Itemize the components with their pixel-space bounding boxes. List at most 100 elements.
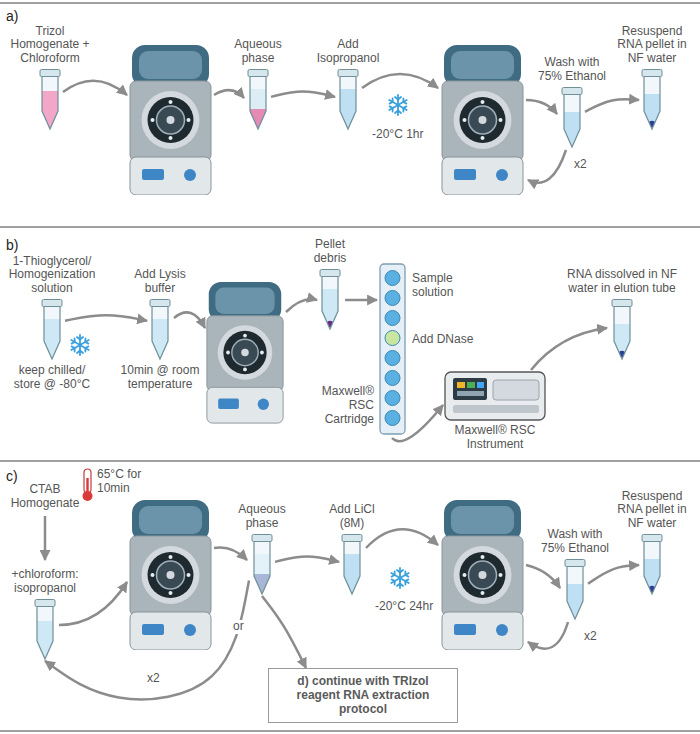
process-step: Wash with 75% Ethanol [536,56,608,152]
tube-cap [612,300,632,307]
tube-cap [320,270,340,277]
thermometer [83,469,93,501]
process-step: Wash with 75% Ethanol [539,528,611,624]
flow-arrow [366,529,438,548]
tube-cap [248,70,268,77]
process-arrows [59,74,607,649]
tube-liquid [609,324,635,361]
centrifuge [130,45,211,195]
step-caption: Wash with 75% Ethanol [539,528,611,556]
separator-line [0,730,700,732]
freezer-snowflake [389,95,406,115]
step-caption: +chloroform: isopropanol [5,568,85,596]
step-caption: Add LiCl (8M) [320,503,384,531]
step-caption: 1-Thioglycerol/ Homogenization solution [4,255,100,296]
step-caption: RNA dissolved in NF water in elution tub… [557,268,687,296]
step-caption: Resuspend RNA pellet in NF water [614,25,690,66]
centrifuge [207,282,283,423]
step-caption: Wash with 75% Ethanol [536,56,608,84]
part-label: Maxwell® RSC Cartridge [296,385,374,426]
process-step: Add Lysis buffer10min @ room temperature [120,268,200,391]
note-box: d) continue with TRIzol reagent RNA extr… [268,668,458,723]
tube-cap [35,600,55,607]
tube-cap [565,560,585,567]
flow-arrow [392,405,443,441]
flow-arrow [262,596,306,668]
tube-outline [614,306,630,359]
flow-arrow [174,312,205,328]
loop-count: x2 [584,630,608,644]
flow-arrow [526,100,557,114]
tube-icon [335,69,361,131]
flow-arrow [214,548,247,561]
tube-icon [559,87,585,149]
tube-liquid [339,554,365,596]
tube-liquid [147,319,173,361]
cartridge-well [385,311,400,326]
tube-icon [37,69,63,131]
tube-outline [567,566,583,619]
process-step: Resuspend RNA pellet in NF water [614,25,690,134]
tube-outline [644,76,660,129]
flow-arrow [531,328,607,370]
step-arrow [35,510,55,568]
tube-liquid [245,89,271,109]
tube-cap [40,70,60,77]
centrifuge [130,500,211,650]
step-caption: keep chilled/ store @ -80°C [4,364,100,392]
flow-arrow [44,516,47,560]
tube-icon [147,299,173,361]
flow-arrow [588,565,639,584]
step-caption: Pellet debris [302,238,358,266]
flow-arrow [362,74,438,88]
flow-arrow [63,81,127,95]
step-caption: d) continue with TRIzol reagent RNA extr… [278,675,448,716]
centrifuge [442,45,523,195]
loop-count: x2 [574,158,598,172]
tube-cap [562,88,582,95]
tube-cap [642,535,662,542]
tube-outline [42,76,58,129]
cartridge-well [385,411,400,426]
tube-liquid [249,554,275,574]
flow-arrow [286,299,317,312]
tube-outline [250,76,266,129]
tube-cap [150,300,170,307]
flow-arrow [271,92,335,97]
tube-outline [152,306,168,359]
process-step: Pellet debris [302,238,358,334]
step-caption: Add Isopropanol [316,38,380,66]
tube-outline [344,541,360,594]
step-caption: Add Lysis buffer [120,268,200,296]
flow-arrow [345,299,377,302]
tube-icon [639,69,665,131]
cartridge-well [385,391,400,406]
tube-liquid [39,319,65,361]
flow-arrow [45,581,249,700]
edge-label: or [231,620,246,634]
freezer-snowflake [71,335,88,355]
flow-arrow [214,90,244,98]
process-step: Resuspend RNA pellet in NF water [614,490,690,599]
tube-outline [340,76,356,129]
cartridge-well [385,271,400,286]
step-caption: CTAB Homogenate [5,483,85,511]
loop-arrow [528,622,568,649]
step-caption: Aqueous phase [226,38,290,66]
tube-cap [252,535,272,542]
separator-line [0,2,700,4]
condition-note: -20°C 1hr [372,128,434,142]
freezer-snowflake [391,568,408,588]
tube-icon [609,299,635,361]
panel-letter: c) [6,468,30,484]
tube-liquid [317,289,343,331]
tube-icon [245,69,271,131]
condition-note: -20°C 24hr [375,600,439,614]
edge-label: x2 [145,672,162,686]
condition-note: 65°C for 10min [97,468,149,496]
process-step: Add Isopropanol [316,38,380,134]
process-step: Add LiCl (8M) [320,503,384,599]
tube-icon [32,599,58,661]
